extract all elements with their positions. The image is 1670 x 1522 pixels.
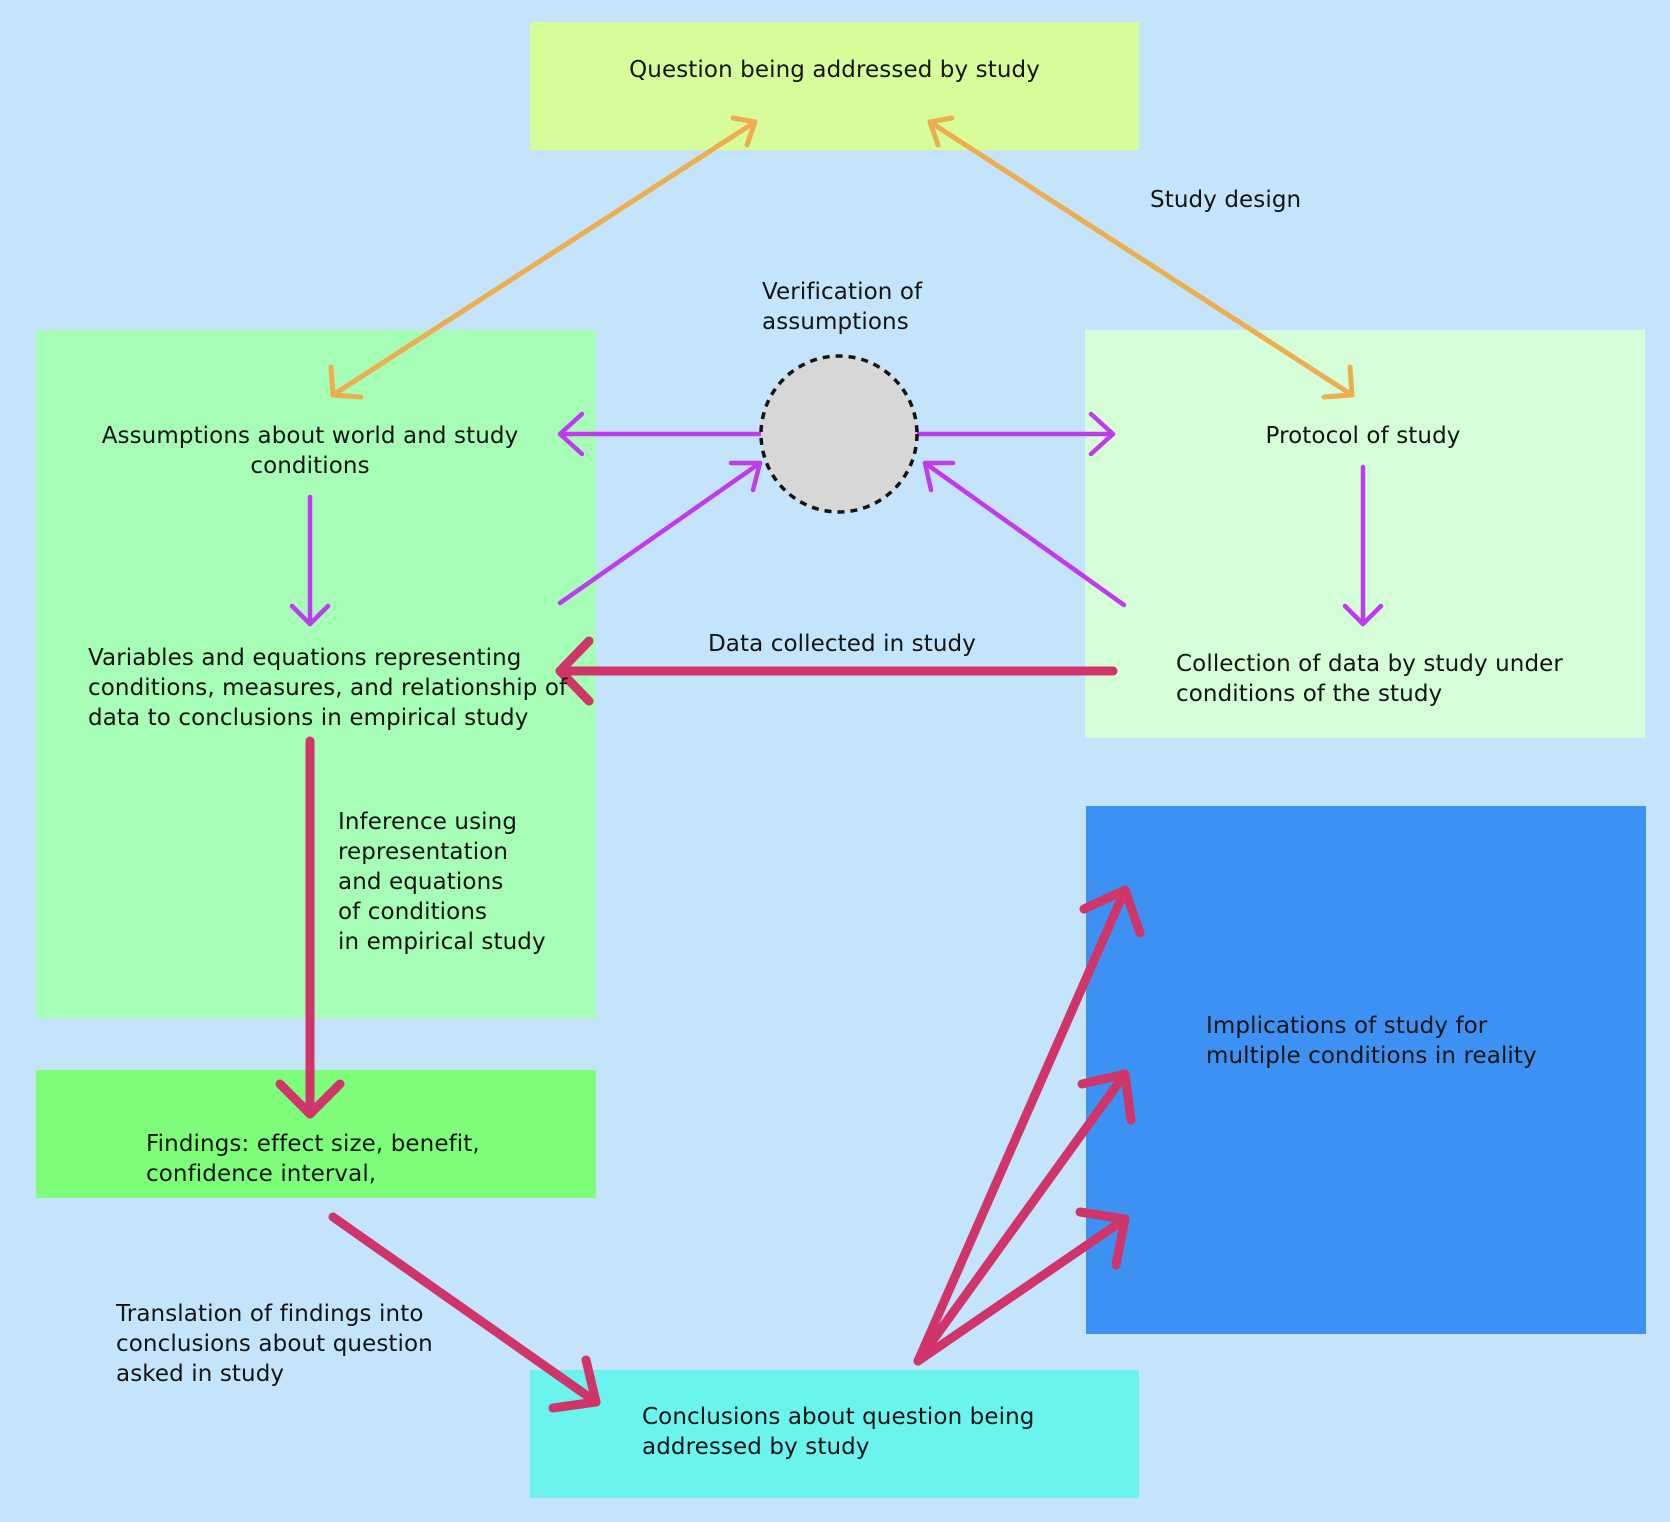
conclusions-box [530, 1370, 1139, 1498]
study-design-label: Study design [1150, 187, 1302, 213]
arrow-translation [328, 1212, 601, 1413]
verification-label: Verification of assumptions [762, 279, 923, 335]
arrow-question-assumptions [328, 115, 758, 400]
verification-circle [759, 354, 919, 514]
protocol-label: Protocol of study [1265, 423, 1461, 449]
findings-label: Findings: effect size, benefit, confiden… [146, 1131, 480, 1187]
arrow-implication-bottom [913, 1207, 1130, 1366]
variables-label: Variables and equations representing con… [88, 645, 568, 731]
data-collected-label: Data collected in study [708, 631, 976, 657]
question-box [530, 22, 1139, 150]
arrow-implication-top [913, 885, 1145, 1366]
implications-label: Implications of study for multiple condi… [1206, 1013, 1537, 1069]
assumptions-box [36, 330, 596, 1018]
question-label: Question being addressed by study [629, 57, 1040, 83]
arrow-question-protocol [927, 115, 1355, 400]
collection-label: Collection of data by study under condit… [1176, 651, 1563, 707]
arrow-protocol-to-collection [1342, 464, 1384, 627]
translation-label: Translation of findings into conclusions… [116, 1301, 433, 1387]
arrow-implication-middle [913, 1069, 1136, 1366]
conclusions-label: Conclusions about question being address… [642, 1404, 1035, 1460]
inference-label: Inference using representation and equat… [338, 809, 546, 955]
arrow-inference [275, 736, 345, 1119]
arrow-verify-to-protocol [915, 411, 1116, 457]
arrow-collection-to-verify [922, 460, 1127, 608]
findings-box [36, 1070, 596, 1198]
arrow-data-collected [555, 636, 1118, 706]
arrow-variables-to-verify [557, 460, 763, 606]
assumptions-label: Assumptions about world and study condit… [101, 423, 519, 479]
arrow-verify-to-assumptions [557, 411, 763, 457]
implications-box [1086, 806, 1646, 1334]
arrow-assumptions-to-variables [289, 494, 331, 627]
